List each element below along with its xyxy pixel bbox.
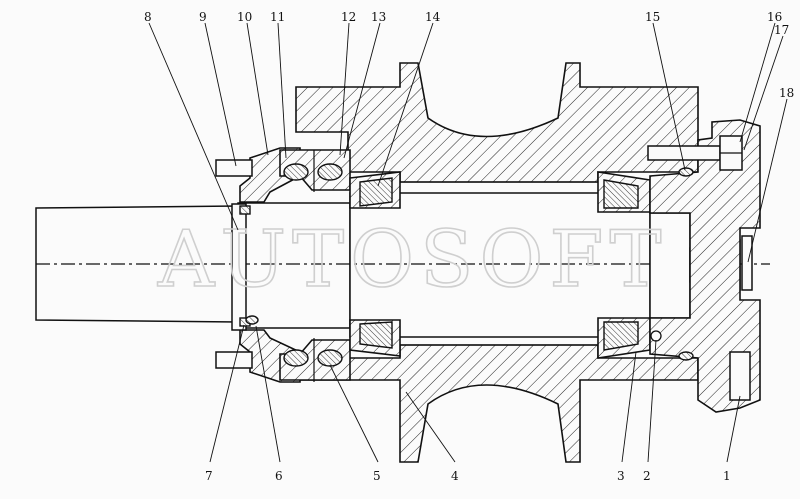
left-bolt-lower xyxy=(215,351,253,369)
right-end-cap xyxy=(649,119,761,413)
end-cap-plug xyxy=(729,351,751,401)
callout-18: 18 xyxy=(779,86,794,100)
floating-seal-lower xyxy=(279,338,351,382)
callout-1: 1 xyxy=(723,469,731,483)
callout-13: 13 xyxy=(371,10,386,24)
callout-8: 8 xyxy=(144,10,152,24)
callout-6: 6 xyxy=(275,469,283,483)
callout-11: 11 xyxy=(270,10,285,24)
left-bolt-upper xyxy=(215,159,253,177)
retaining-ring xyxy=(239,205,259,327)
callout-2: 2 xyxy=(643,469,651,483)
callout-12: 12 xyxy=(341,10,356,24)
right-bearing-upper xyxy=(597,171,651,213)
left-bearing-upper xyxy=(349,171,401,209)
floating-seal-upper xyxy=(279,149,351,192)
left-bearing-lower xyxy=(349,319,401,357)
callout-16: 16 xyxy=(767,10,782,24)
callout-9: 9 xyxy=(199,10,207,24)
callout-5: 5 xyxy=(373,469,381,483)
leader-lines xyxy=(148,22,788,463)
callout-7: 7 xyxy=(205,469,213,483)
callout-15: 15 xyxy=(645,10,660,24)
callout-17: 17 xyxy=(774,23,789,37)
callout-10: 10 xyxy=(237,10,252,24)
callout-labels: 8 9 10 11 12 13 14 15 16 17 18 7 6 5 4 3… xyxy=(144,10,794,483)
roller-bore xyxy=(400,181,598,346)
o-rings xyxy=(650,167,694,361)
callout-4: 4 xyxy=(451,469,459,483)
right-bolt xyxy=(647,135,743,171)
callout-14: 14 xyxy=(425,10,441,24)
callout-3: 3 xyxy=(617,469,625,483)
watermark-text: AUTOSOFT xyxy=(157,215,668,305)
right-bearing-lower xyxy=(597,317,651,359)
